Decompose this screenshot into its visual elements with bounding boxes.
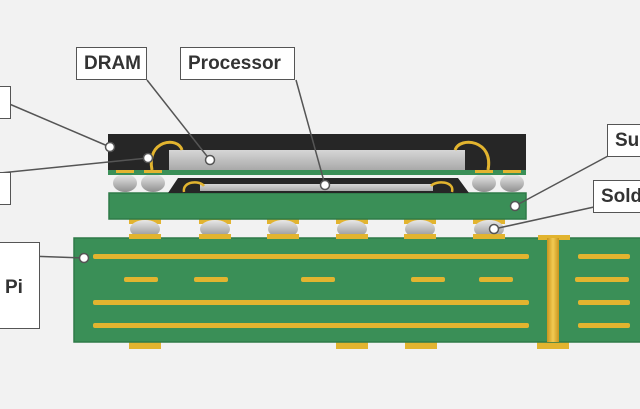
label-processor: Processor [180,47,295,80]
leader-lines [0,79,609,259]
leader-dot-icon [78,252,90,264]
leader-dot-icon [319,179,331,191]
label-left-top [0,86,11,119]
processor-die [168,178,469,193]
package-substrate [108,192,527,220]
leader-dots [78,141,521,264]
leader-dot-icon [104,141,116,153]
label-dram: DRAM [76,47,147,80]
label-pi: Pi [0,242,40,329]
leader-dot-icon [488,223,500,235]
upper-solder-row [113,174,524,192]
leader-dot-icon [509,200,521,212]
dram-package [108,134,526,175]
label-left-mid [0,172,11,205]
label-solder: Sold [593,180,640,213]
lower-solder-row [129,218,505,239]
leader-dot-icon [142,152,154,164]
main-board [73,235,640,349]
label-substrate: Sul [607,124,640,157]
leader-dot-icon [204,154,216,166]
